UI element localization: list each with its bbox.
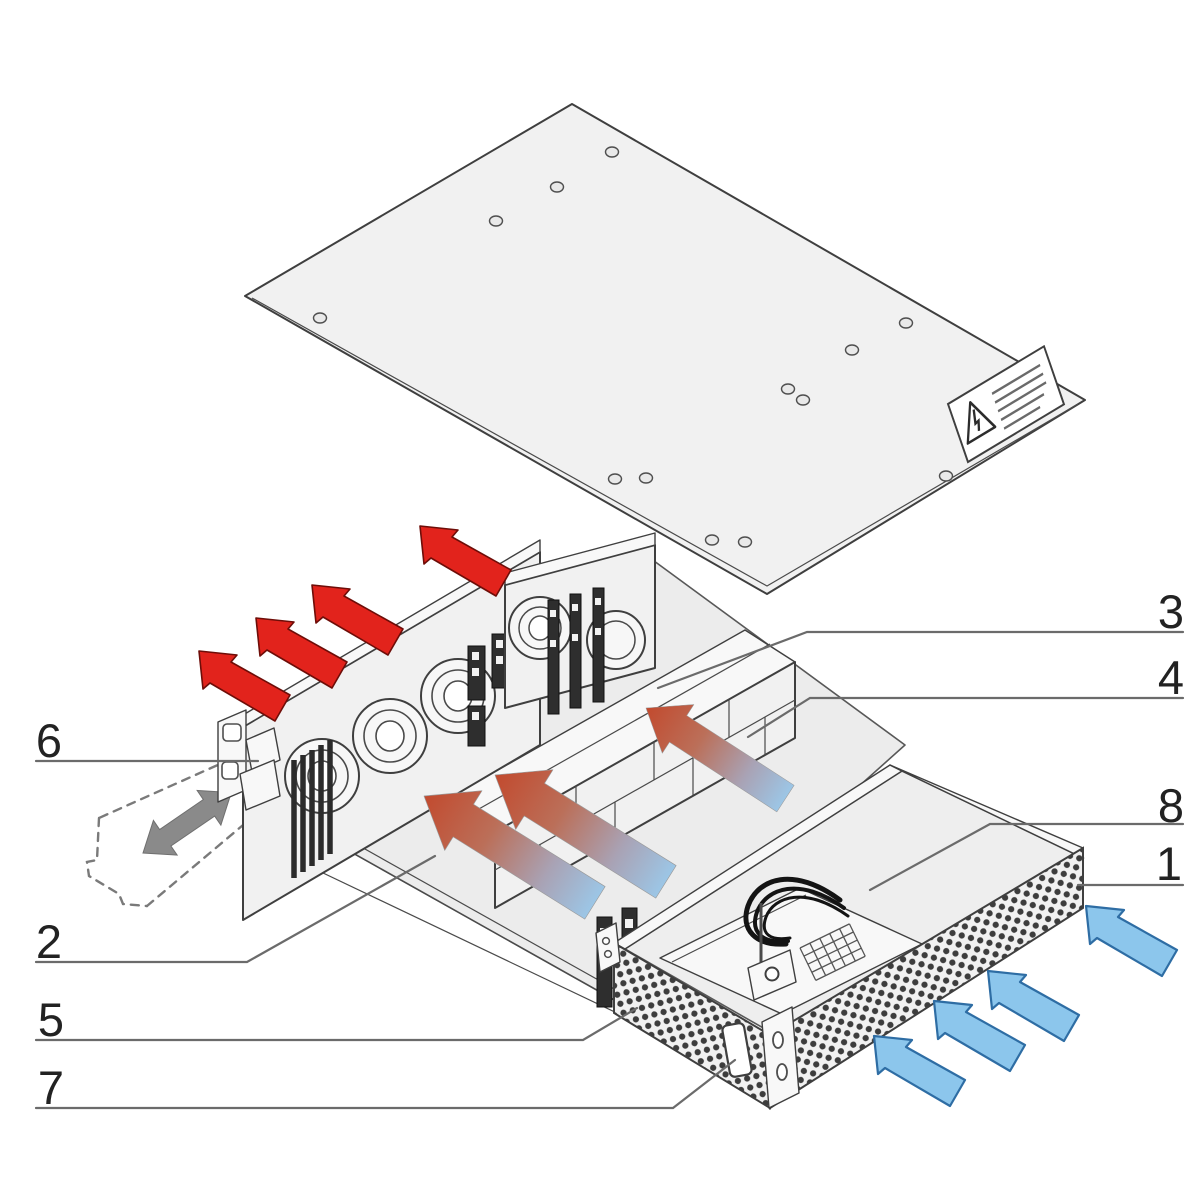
callout-8: 8 [1158,779,1184,832]
fan-icon [352,698,428,774]
leader-line-8 [868,822,1185,892]
top-cover [244,103,1086,595]
backplane-posts [547,587,605,715]
callout-7: 7 [38,1061,64,1114]
psu-bracket [747,903,797,1001]
heatsink-fins [291,740,333,878]
intake-arrow-icon [1084,904,1179,978]
screw-hole-icon [312,146,954,548]
front-rack-ear [761,1006,800,1109]
corner-fan-module [504,532,656,715]
callout-labels: 6 2 5 7 3 4 8 1 [36,585,1184,1114]
callout-5: 5 [38,993,64,1046]
chassis-base [85,532,1085,1110]
exhaust-arrow-icon [311,584,404,656]
leader-line-7 [34,1058,737,1110]
leader-line-2 [34,854,437,964]
warning-triangle-icon [966,400,997,445]
psu-compartment [613,764,1085,1034]
intake-arrow-icon [872,1034,967,1108]
intake-arrow-icon [932,999,1027,1073]
psu-grille [799,923,866,981]
leader-line-4 [746,696,1185,739]
fan-icon [508,596,572,660]
callout-3: 3 [1158,585,1184,638]
callout-6: 6 [36,714,62,767]
callout-2: 2 [36,915,62,968]
callout-leader-lines [34,630,1185,1110]
leader-line-3 [656,630,1185,690]
leader-line-5 [34,1006,639,1042]
intake-arrow-icon [986,969,1081,1043]
warning-label-text-lines [991,363,1047,430]
left-front-ear [595,922,621,973]
warning-label [946,344,1066,464]
callout-1: 1 [1156,837,1182,890]
callout-4: 4 [1158,651,1184,704]
exhaust-arrow-icon [255,617,348,689]
fan-module-ear [217,709,247,803]
